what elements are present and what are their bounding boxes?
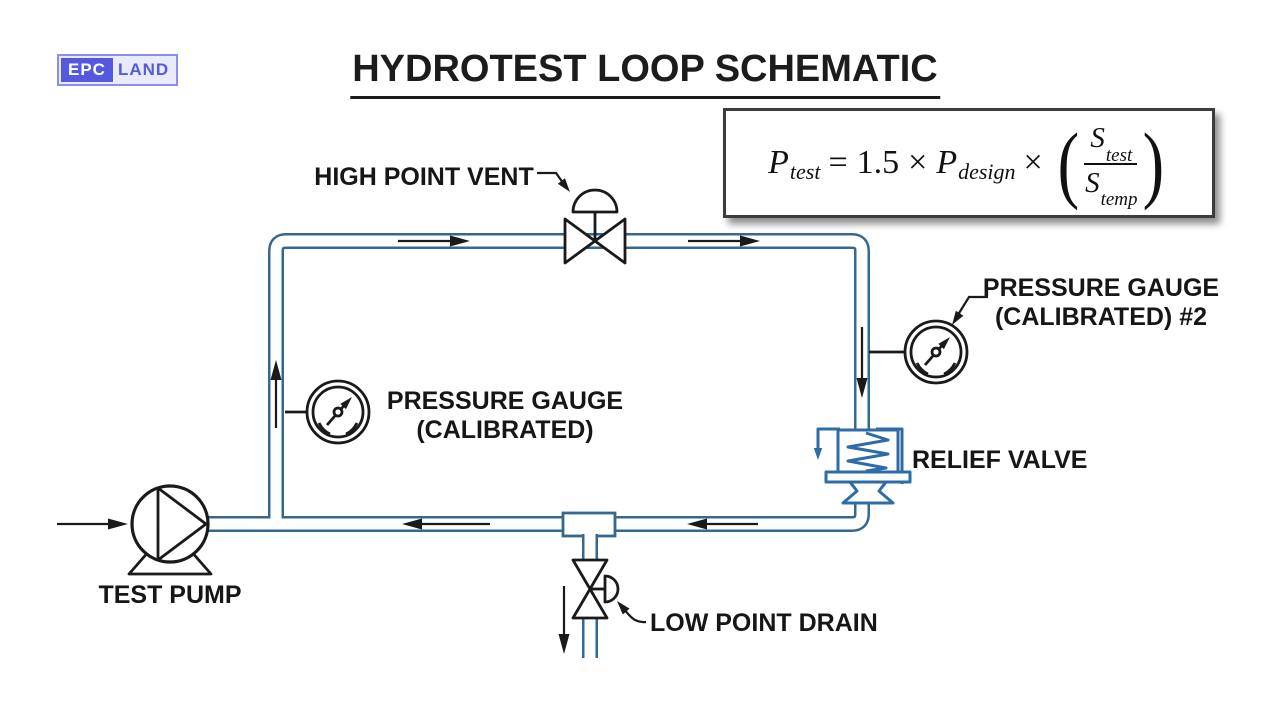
drain-tee-fitting <box>561 511 617 538</box>
drain-outflow-arrow <box>558 586 570 654</box>
vent-label-leader <box>537 171 570 192</box>
formula-times-2: × <box>1023 144 1043 181</box>
flow-arrow-top-right <box>688 235 760 247</box>
piping-loop <box>204 233 870 532</box>
high-point-vent-label: HIGH POINT VENT <box>314 163 533 191</box>
test-pump-label: TEST PUMP <box>98 581 241 609</box>
relief-valve-symbol <box>813 427 912 505</box>
gauge-2-label-leader <box>952 295 988 325</box>
flow-arrow-left-riser-up <box>270 360 282 428</box>
formula-times-1: × <box>908 144 928 181</box>
label-leaders <box>537 171 988 624</box>
logo-epc-text: EPC <box>61 58 113 82</box>
pressure-gauge-1-label-line2: (CALIBRATED) <box>416 416 593 444</box>
pressure-gauge-2-icon <box>903 319 969 385</box>
pressure-gauge-1-icon <box>305 379 371 445</box>
formula-p-test-base: P <box>768 144 789 181</box>
test-pump-symbol <box>127 484 213 576</box>
flow-arrow-top-left <box>398 235 470 247</box>
low-point-drain-label: LOW POINT DRAIN <box>650 609 878 637</box>
pump-inlet-arrow <box>57 518 128 530</box>
drain-label-leader <box>617 601 647 624</box>
high-point-vent-valve-symbol <box>563 188 627 265</box>
pump-impeller-triangle <box>156 486 208 562</box>
formula-s-test: Stest <box>1084 122 1138 166</box>
drain-valve-handle <box>603 574 620 604</box>
formula-p-design-sub: design <box>958 159 1016 184</box>
pressure-gauge-2-label-line2: (CALIBRATED) #2 <box>995 303 1207 331</box>
formula-stress-ratio-fraction: Stest Stemp <box>1084 122 1138 211</box>
relief-valve-spring <box>846 431 890 473</box>
formula-equals: = <box>828 144 848 181</box>
flow-arrow-bottom-left <box>402 518 490 530</box>
epc-land-logo: EPC LAND <box>57 54 179 86</box>
page-title: HYDROTEST LOOP SCHEMATIC <box>350 48 940 99</box>
vent-actuator-dome <box>571 188 619 214</box>
formula-p-design-base: P <box>936 144 958 181</box>
low-point-drain-valve-symbol <box>571 558 620 620</box>
pressure-gauge-2-label-line1: PRESSURE GAUGE <box>983 274 1219 302</box>
formula-p-test-sub: test <box>789 159 821 184</box>
formula-coefficient: 1.5 <box>856 144 900 181</box>
flow-arrow-bottom-right <box>687 518 758 530</box>
logo-land-text: LAND <box>117 60 170 79</box>
relief-valve-label: RELIEF VALVE <box>912 446 1087 474</box>
flow-arrows <box>57 235 868 654</box>
flow-arrow-right-downcomer <box>856 327 868 398</box>
formula-s-temp: Stemp <box>1085 166 1138 211</box>
pressure-gauge-1-label-line1: PRESSURE GAUGE <box>387 387 623 415</box>
